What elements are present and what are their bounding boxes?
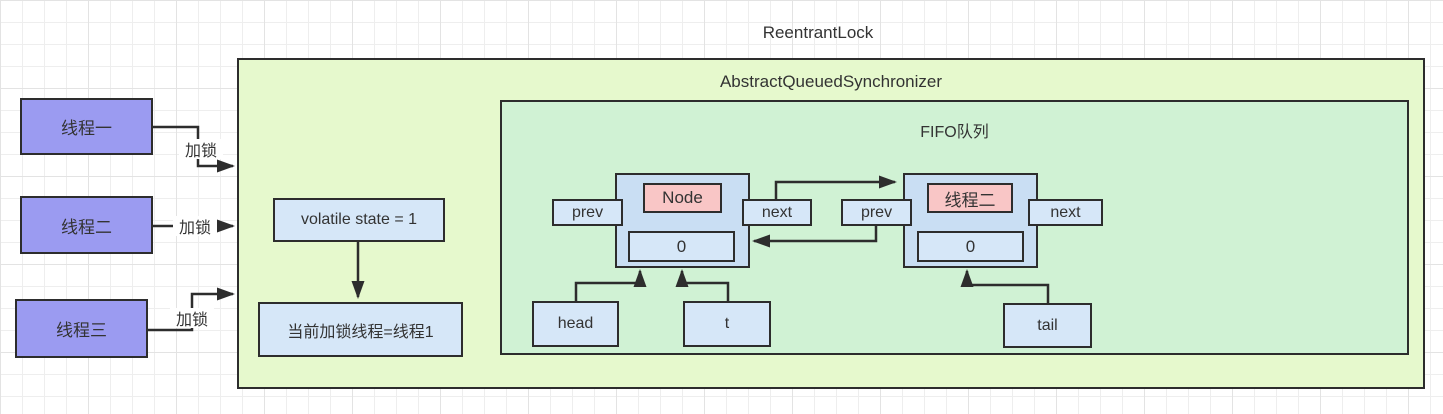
arrow-node1-next-to-node2 [774, 175, 897, 200]
node-1-state-value: 0 [628, 231, 735, 262]
node-1-type-label: Node [643, 183, 722, 213]
arrow-tail-to-node2 [960, 269, 1050, 303]
thread-1-label: 线程一 [61, 119, 112, 138]
diagram-title: ReentrantLock [762, 23, 874, 42]
node-2-prev-box: prev [841, 199, 912, 226]
node-2-state-value: 0 [917, 231, 1024, 262]
t-pointer-box: t [683, 301, 771, 347]
volatile-state-box: volatile state = 1 [273, 198, 445, 242]
node-1-next-box: next [742, 199, 812, 226]
current-lock-thread-box: 当前加锁线程=线程1 [258, 302, 463, 357]
lock-action-label-1: 加锁 [179, 139, 223, 160]
arrow-head-to-node1 [574, 269, 647, 301]
thread-2-box: 线程二 [20, 196, 153, 254]
node-1-prev-box: prev [552, 199, 623, 226]
thread-3-label: 线程三 [56, 321, 107, 340]
node-2-thread-label: 线程二 [927, 183, 1013, 213]
fifo-queue-title: FIFO队列 [920, 124, 989, 141]
tail-pointer-box: tail [1003, 303, 1092, 348]
thread-1-box: 线程一 [20, 98, 153, 155]
arrow-node2-prev-to-node1 [752, 225, 878, 248]
head-pointer-box: head [532, 301, 619, 347]
aqs-title: AbstractQueuedSynchronizer [719, 72, 943, 91]
lock-action-label-2: 加锁 [173, 216, 217, 237]
arrow-t-to-node1 [675, 269, 730, 301]
thread-3-box: 线程三 [15, 299, 148, 358]
thread-2-label: 线程二 [61, 217, 112, 237]
lock-action-label-3: 加锁 [170, 308, 214, 329]
node-2-next-box: next [1028, 199, 1103, 226]
